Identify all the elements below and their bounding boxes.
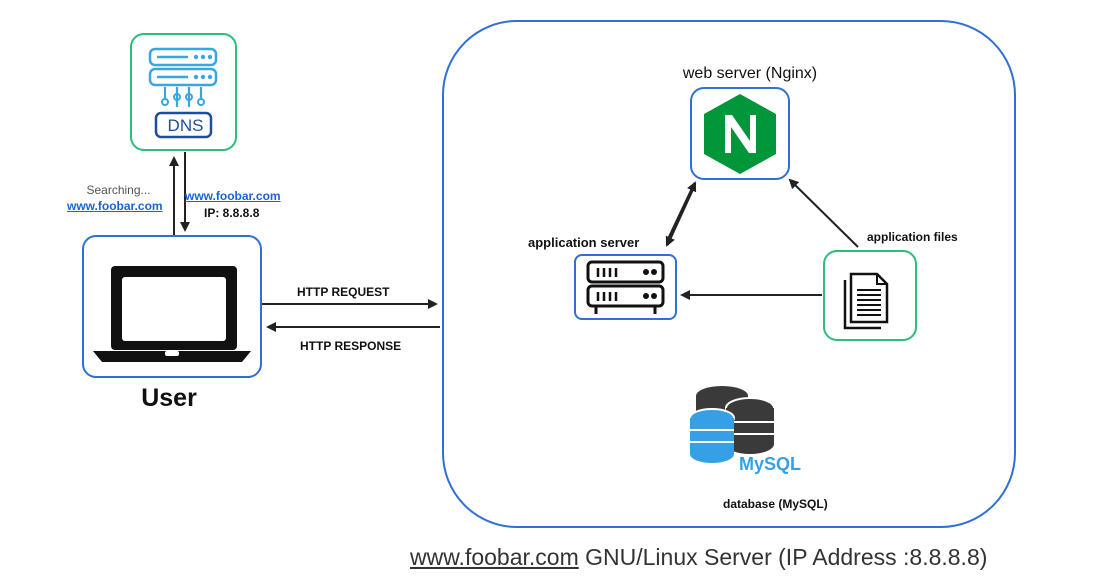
nginx-app-arrow xyxy=(665,185,696,247)
mysql-logo-text: MySQL xyxy=(739,454,802,474)
caption-rest: GNU/Linux Server (IP Address :8.8.8.8) xyxy=(578,544,988,570)
dns-answer-ip: IP: 8.8.8.8 xyxy=(204,206,260,220)
user-label: User xyxy=(141,384,197,412)
caption-domain: www.foobar.com xyxy=(410,544,579,570)
web-server-label: web server (Nginx) xyxy=(682,65,818,82)
app-server-label: application server xyxy=(528,235,640,250)
nginx-logo-icon xyxy=(704,94,776,174)
dns-answer-domain: www.foobar.com xyxy=(185,189,281,203)
http-request-label: HTTP REQUEST xyxy=(297,285,390,299)
diagram-caption: www.foobar.com GNU/Linux Server (IP Addr… xyxy=(410,544,987,571)
http-response-label: HTTP RESPONSE xyxy=(300,339,402,353)
server-container xyxy=(442,20,1016,528)
app-server-node xyxy=(574,254,677,320)
laptop-icon xyxy=(93,266,251,362)
document-icon xyxy=(843,272,889,330)
dns-label: DNS xyxy=(167,116,204,135)
dns-server-icon xyxy=(148,47,218,139)
database-icon xyxy=(689,386,775,463)
dns-query-domain: www.foobar.com xyxy=(67,199,163,213)
user-node xyxy=(82,235,262,378)
dns-query-text: Searching... xyxy=(86,183,151,197)
dns-node: DNS xyxy=(130,33,237,151)
web-server-node xyxy=(690,87,790,180)
app-files-node xyxy=(823,250,917,341)
files-nginx-arrow xyxy=(788,178,859,248)
database-label: database (MySQL) xyxy=(723,497,828,511)
app-files-label: application files xyxy=(867,230,958,244)
app-server-icon xyxy=(586,260,665,314)
